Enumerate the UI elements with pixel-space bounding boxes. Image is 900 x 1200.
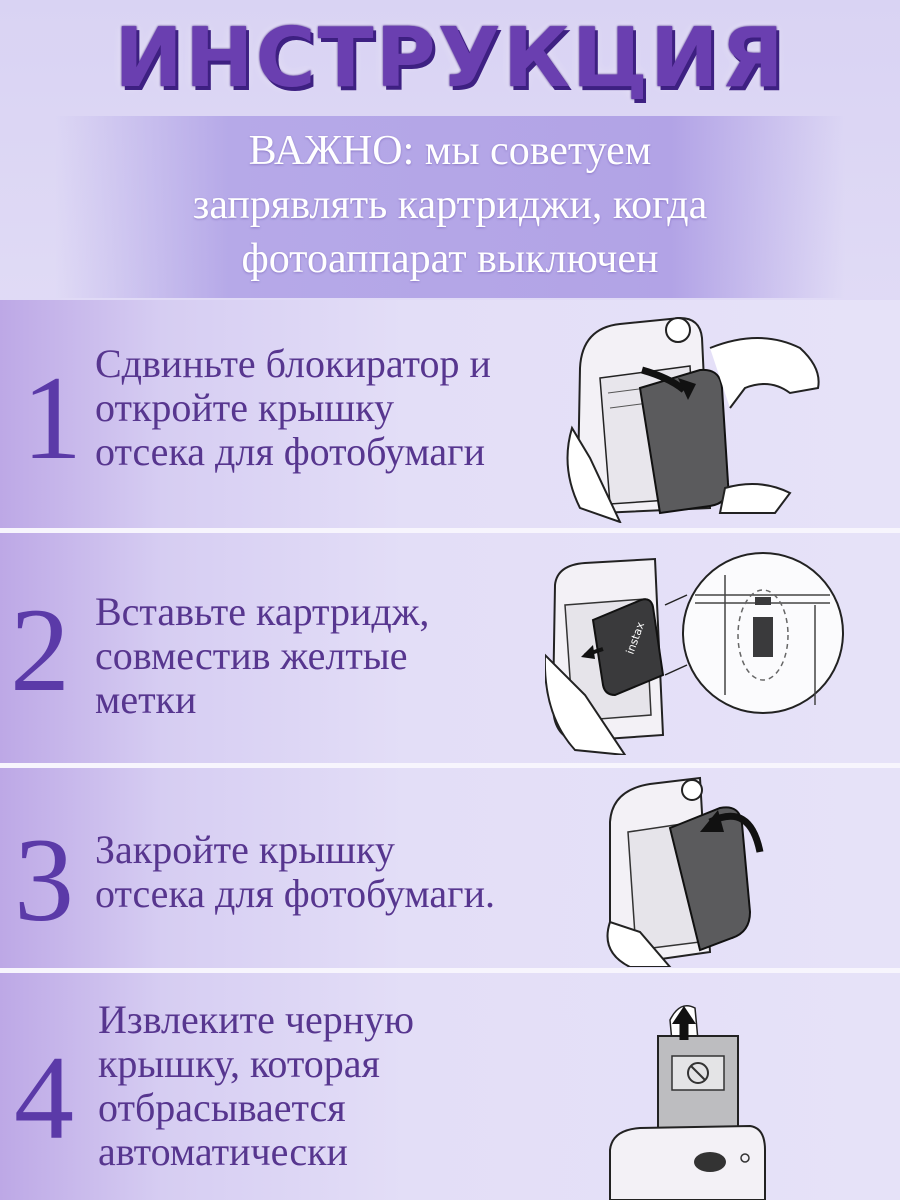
- important-note: ВАЖНО: мы советуем запрявлять картриджи,…: [55, 116, 845, 298]
- step-3-line-1: Закройте крышку: [95, 827, 395, 872]
- step-3-panel: [0, 768, 900, 968]
- step-2-number: 2: [10, 583, 70, 716]
- separator-2: [0, 763, 900, 768]
- step-4-line-3: отбрасывается: [98, 1085, 346, 1130]
- important-note-text: ВАЖНО: мы советуем запрявлять картриджи,…: [55, 124, 845, 286]
- note-line-1: ВАЖНО: мы советуем: [248, 128, 652, 174]
- page-title: ИНСТРУКЦИЯ: [114, 11, 786, 106]
- note-line-2: запрявлять картриджи, когда: [192, 182, 708, 228]
- step-1-line-1: Сдвиньте блокиратор и: [95, 341, 491, 386]
- step-4-line-2: крышку, которая: [98, 1041, 380, 1086]
- separator-1: [0, 528, 900, 533]
- note-line-3: фотоаппарат выключен: [241, 236, 659, 282]
- step-1-number: 1: [22, 351, 82, 484]
- step-4-line-4: автоматически: [98, 1129, 348, 1174]
- eject-shield-illustration: [609, 1005, 766, 1200]
- close-cover-illustration: [606, 776, 764, 967]
- step-4-text: Извлеките черную крышку, которая отбрасы…: [98, 998, 414, 1174]
- separator-3: [0, 968, 900, 973]
- step-2-text: Вставьте картридж, совместив желтые метк…: [95, 590, 429, 722]
- step-4-line-1: Извлеките черную: [98, 997, 414, 1042]
- step-2-line-2: совместив желтые: [95, 633, 408, 678]
- step-2-line-3: метки: [95, 677, 197, 722]
- insert-cartridge-illustration: instax: [545, 552, 844, 755]
- step-1-text: Сдвиньте блокиратор и откройте крышку от…: [95, 342, 491, 474]
- step-3-text: Закройте крышку отсека для фотобумаги.: [95, 828, 495, 916]
- step-2-line-1: Вставьте картридж,: [95, 589, 430, 634]
- step-1-line-2: откройте крышку: [95, 385, 395, 430]
- step-1-line-3: отсека для фотобумаги: [95, 429, 485, 474]
- step-3-number: 3: [14, 813, 74, 946]
- step-4-number: 4: [14, 1031, 74, 1164]
- open-cover-illustration: [566, 316, 820, 523]
- step-3-line-2: отсека для фотобумаги.: [95, 871, 495, 916]
